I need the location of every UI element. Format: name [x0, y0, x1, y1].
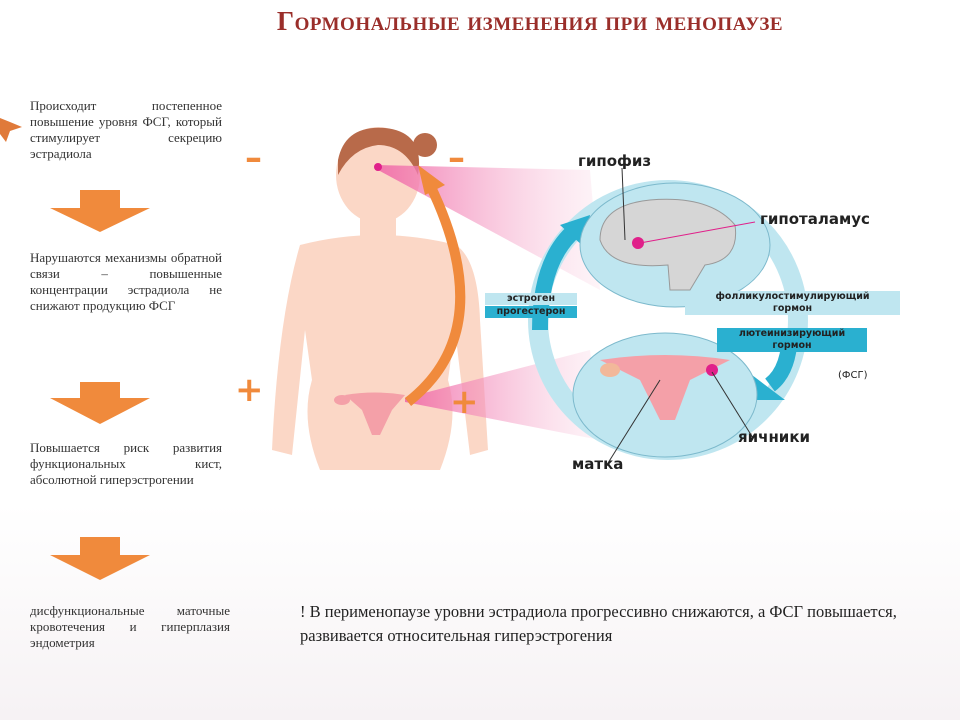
step-4-text: дисфункциональные маточные кровотечения …	[30, 603, 230, 650]
plus-sign-right: +	[450, 382, 479, 422]
fsh-label: фолликулостимулирующий гормон	[685, 291, 900, 315]
step-1-text: Происходит постепенное повышение уровня …	[30, 98, 222, 161]
ovaries-label: яичники	[738, 428, 811, 446]
minus-sign-right: –	[448, 138, 465, 178]
feedback-arrow	[404, 182, 466, 406]
minus-sign-left: –	[245, 138, 262, 178]
uterus-label: матка	[572, 455, 624, 473]
fsh-line-2: гормон	[772, 303, 813, 314]
lh-line-1: лютеинизирующий	[738, 328, 846, 339]
hypothalamus-label: гипоталамус	[760, 210, 870, 228]
fsh-abbreviation: (ФСГ)	[838, 370, 868, 381]
uterus-icon	[600, 355, 730, 420]
star-icon	[0, 118, 22, 142]
hair	[338, 127, 420, 175]
step-2-text: Нарушаются механизмы обратной связи – по…	[30, 250, 222, 313]
lh-line-2: гормон	[772, 340, 812, 351]
progesterone-label: прогестерон	[485, 306, 577, 318]
down-arrow-icon	[50, 190, 150, 580]
lh-label: лютеинизирующий гормон	[717, 328, 867, 352]
step-3-text: Повышается риск развития функциональных …	[30, 440, 222, 487]
footnote: ! В перименопаузе уровни эстрадиола прог…	[300, 602, 897, 645]
estrogen-label: эстроген	[485, 293, 577, 305]
slide-title: Гормональные изменения при менопаузе	[276, 6, 784, 36]
brain-icon	[599, 198, 737, 291]
fsh-line-1: фолликулостимулирующий	[715, 291, 870, 302]
small-uterus	[345, 392, 405, 435]
plus-sign-left: +	[235, 370, 264, 410]
pituitary-label: гипофиз	[578, 152, 652, 170]
